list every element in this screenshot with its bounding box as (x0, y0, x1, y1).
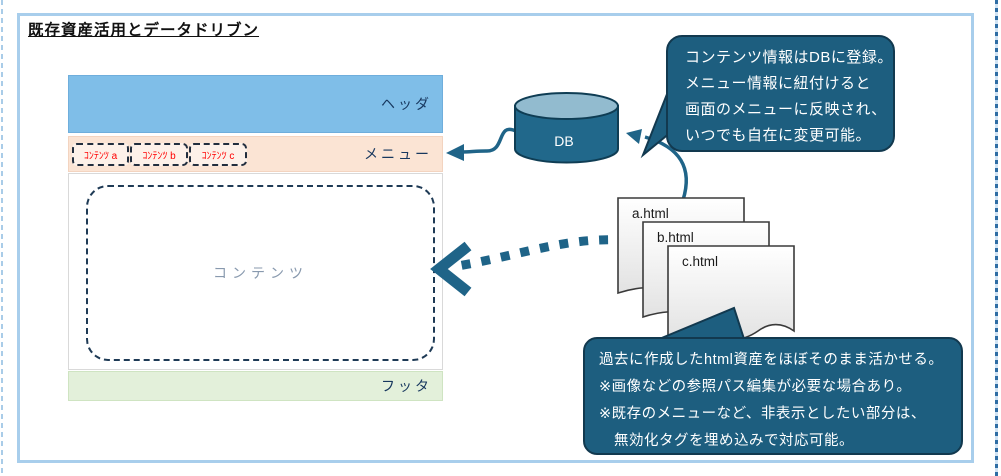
db-callout-line: いつでも自在に変更可能。 (685, 127, 872, 144)
mockup-content-area: コンテンツ (68, 173, 443, 370)
html-callout-line: ※既存のメニューなど、非表示としたい部分は、 (599, 406, 926, 422)
page-break-line-left (1, 0, 3, 476)
menu-item-content-c: ｺﾝﾃﾝﾂ c (189, 143, 247, 166)
html-callout: 過去に作成したhtml資産をほぼそのまま活かせる。 ※画像などの参照パス編集が必… (583, 337, 963, 455)
mockup-menu: ｺﾝﾃﾝﾂ a ｺﾝﾃﾝﾂ b ｺﾝﾃﾝﾂ c メニュー (68, 136, 443, 172)
menu-item-content-b: ｺﾝﾃﾝﾂ b (130, 143, 188, 166)
db-callout-line: コンテンツ情報はDBに登録。 (685, 49, 893, 66)
menu-label: メニュー (364, 146, 432, 162)
html-callout-line: ※画像などの参照パス編集が必要な場合あり。 (599, 379, 912, 395)
html-callout-line: 過去に作成したhtml資産をほぼそのまま活かせる。 (599, 352, 944, 368)
diagram-title: 既存資産活用とデータドリブン (28, 22, 260, 39)
mockup-footer: フッタ (68, 371, 443, 401)
page-break-line-right (995, 0, 998, 476)
db-callout-line: メニュー情報に紐付けると (685, 75, 872, 92)
mockup-header: ヘッダ (68, 75, 443, 133)
content-placeholder-box: コンテンツ (86, 185, 435, 361)
html-callout-line: 無効化タグを埋め込みで対応可能。 (599, 433, 854, 449)
menu-item-content-a: ｺﾝﾃﾝﾂ a (72, 143, 129, 166)
db-callout-line: 画面のメニューに反映され、 (685, 101, 887, 118)
header-label: ヘッダ (381, 96, 432, 112)
content-label: コンテンツ (213, 265, 308, 281)
db-callout: コンテンツ情報はDBに登録。 メニュー情報に紐付けると 画面のメニューに反映され… (666, 35, 895, 152)
footer-label: フッタ (381, 378, 432, 394)
